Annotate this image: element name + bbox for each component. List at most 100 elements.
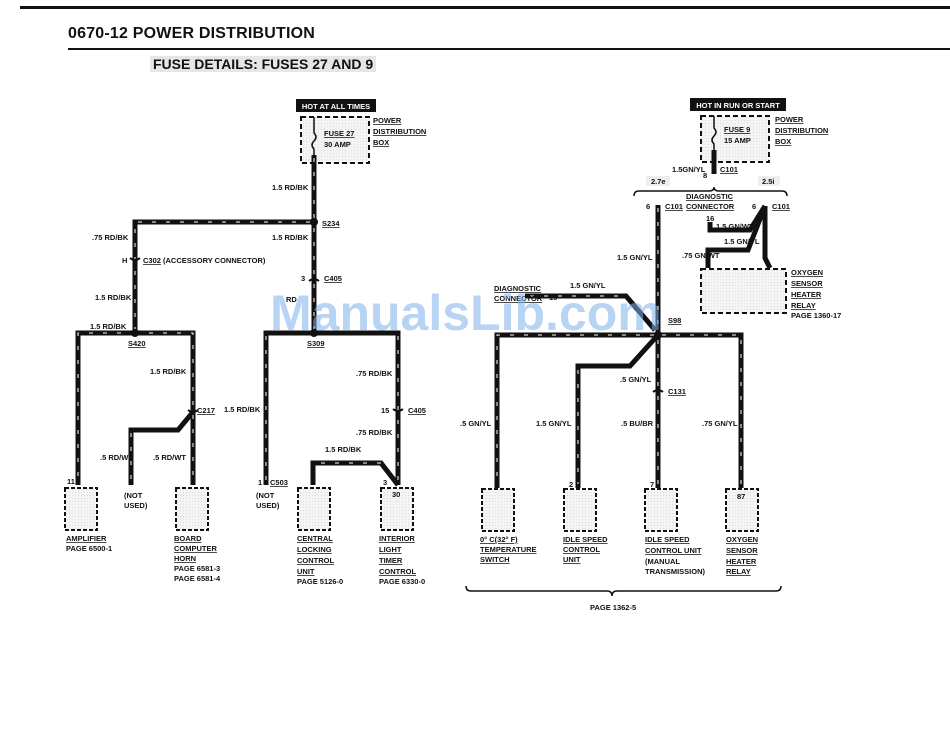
splice-s309-label: S309: [307, 339, 325, 348]
hot-label-left: HOT AT ALL TIMES: [302, 102, 370, 111]
wire-c217-notused: [128, 410, 195, 485]
watermark: ManualsLib.com: [270, 285, 662, 341]
wire-label-c405-timer: .75 RD/BK: [356, 428, 393, 437]
header-top-rule: [20, 6, 950, 9]
fuse-9-symbol: [711, 116, 717, 150]
idle-l2: CONTROL: [563, 545, 600, 554]
wire-label-s309-c503: 1.5 RD/BK: [224, 405, 261, 414]
wire-label-c131: .5 GN/YL: [620, 375, 652, 384]
component-idle-speed: [563, 488, 597, 532]
timer-l4: CONTROL: [379, 567, 416, 576]
wire-label-idle: 1.5 GN/YL: [536, 419, 572, 428]
wire-stripes-left: [77, 158, 399, 480]
right-c101-pin: 6: [752, 202, 756, 211]
relay-top-l1: OXYGEN: [791, 268, 823, 277]
component-o2-relay-top: [700, 268, 787, 314]
wire-label-c217-horn: .5 RD/WT: [153, 453, 186, 462]
left-circuit: HOT AT ALL TIMES FUSE 27 30 AMP POWER DI…: [64, 99, 426, 586]
locking-l3: CONTROL: [297, 556, 334, 565]
fuse9-c101-pin: 8: [703, 171, 707, 180]
component-central-locking: [297, 487, 331, 531]
header-bottom-rule: [68, 48, 950, 50]
splice-s420: [131, 329, 139, 337]
left-c101-name: C101: [665, 202, 683, 211]
o2-l1: OXYGEN: [726, 535, 758, 544]
variant-25i: 2.5i: [762, 177, 775, 186]
wire-label-o2: .75 GN/YL: [702, 419, 738, 428]
connector-c302-symbol: [129, 257, 141, 261]
wire-idle-speed: [575, 333, 660, 488]
timer-inner-pin: 30: [392, 490, 400, 499]
splice-s309: [310, 329, 318, 337]
horn-l2: COMPUTER: [174, 544, 218, 553]
wire-s309-c503: [263, 330, 314, 485]
horn-l1: BOARD: [174, 534, 202, 543]
wire-relay-075gnwt: [705, 205, 768, 268]
pdb-label-r1: POWER: [775, 115, 804, 124]
diag15-l2: CONNECTOR: [494, 294, 543, 303]
right-c101-name: C101: [772, 202, 790, 211]
wire-label-s420-left: 1.5 RD/BK: [90, 322, 127, 331]
o2-l2: SENSOR: [726, 546, 758, 555]
idle-manual-l3: (MANUAL: [645, 557, 680, 566]
notused-1-l1: (NOT: [124, 491, 143, 500]
c405-top-name: C405: [324, 274, 342, 283]
timer-l3: TIMER: [379, 556, 403, 565]
splice-s98-label: S98: [668, 316, 681, 325]
wire-label-main: 1.5 GN/YL: [617, 253, 653, 262]
notused-1-pin: 1: [128, 477, 132, 486]
pdb-label-r2: DISTRIBUTION: [775, 126, 828, 135]
pdb-label-l3: BOX: [373, 138, 389, 147]
c405-bottom-pin: 15: [381, 406, 389, 415]
c405-top-pin: 3: [301, 274, 305, 283]
splice-s234-label: S234: [322, 219, 340, 228]
horn-page-2: PAGE 6581-4: [174, 574, 221, 583]
timer-l1: INTERIOR: [379, 534, 415, 543]
component-board-computer-horn: [175, 487, 209, 531]
temp-l3: SWITCH: [480, 555, 510, 564]
c503-name: C503: [270, 478, 288, 487]
wire-label-relay-a: 1.5 GN/YL: [724, 237, 760, 246]
right-wires: [494, 204, 773, 488]
c503-pin: 1: [258, 478, 262, 487]
component-amplifier: [64, 487, 98, 531]
wire-diag16: [707, 204, 768, 233]
diag15-pin: 15: [549, 293, 557, 302]
diag-conn-l1: DIAGNOSTIC: [686, 192, 734, 201]
temp-l1: 0° C(32° F): [480, 535, 518, 544]
pdb-label-r3: BOX: [775, 137, 791, 146]
o2-l4: RELAY: [726, 567, 751, 576]
pdb-label-l2: DISTRIBUTION: [373, 127, 426, 136]
wire-label-s420-c217: 1.5 RD/BK: [150, 367, 187, 376]
page-subtitle: FUSE DETAILS: FUSES 27 AND 9: [150, 56, 377, 72]
connector-c405-bottom-symbol: [392, 408, 404, 412]
connector-c405-top-symbol: [308, 278, 320, 282]
diag15-l1: DIAGNOSTIC: [494, 284, 542, 293]
variant-25i-bg: [758, 176, 780, 186]
idle-pin: 2: [569, 480, 573, 489]
variant-brace: [633, 186, 788, 197]
hot-at-all-times-badge: [296, 99, 376, 112]
fuse-9-name: FUSE 9: [724, 125, 750, 134]
notused-1-l2: USED): [124, 501, 148, 510]
locking-l4: UNIT: [297, 567, 315, 576]
relay-top-l3: HEATER: [791, 290, 822, 299]
amplifier-page: PAGE 6500-1: [66, 544, 112, 553]
wire-label-temp: .5 GN/YL: [460, 419, 492, 428]
hot-in-run-badge: [690, 98, 786, 111]
right-circuit: HOT IN RUN OR START FUSE 9 15 AMP POWER …: [460, 98, 841, 612]
page-ref-brace: [465, 585, 782, 597]
variant-27e: 2.7e: [651, 177, 666, 186]
o2-inner-pin: 87: [737, 492, 745, 501]
idle-manual-l1: IDLE SPEED: [645, 535, 690, 544]
idle-l3: UNIT: [563, 555, 581, 564]
fuse9-c101-name: C101: [720, 165, 738, 174]
relay-top-l2: SENSOR: [791, 279, 823, 288]
fuse-27-name: FUSE 27: [324, 129, 354, 138]
page-title: 0670-12 POWER DISTRIBUTION: [68, 25, 316, 42]
c302-pin: H: [122, 256, 127, 265]
fuse-27-symbol: [311, 117, 317, 155]
pdb-label-l1: POWER: [373, 116, 402, 125]
wire-label-relay-b: .75 GN/WT: [682, 251, 720, 260]
